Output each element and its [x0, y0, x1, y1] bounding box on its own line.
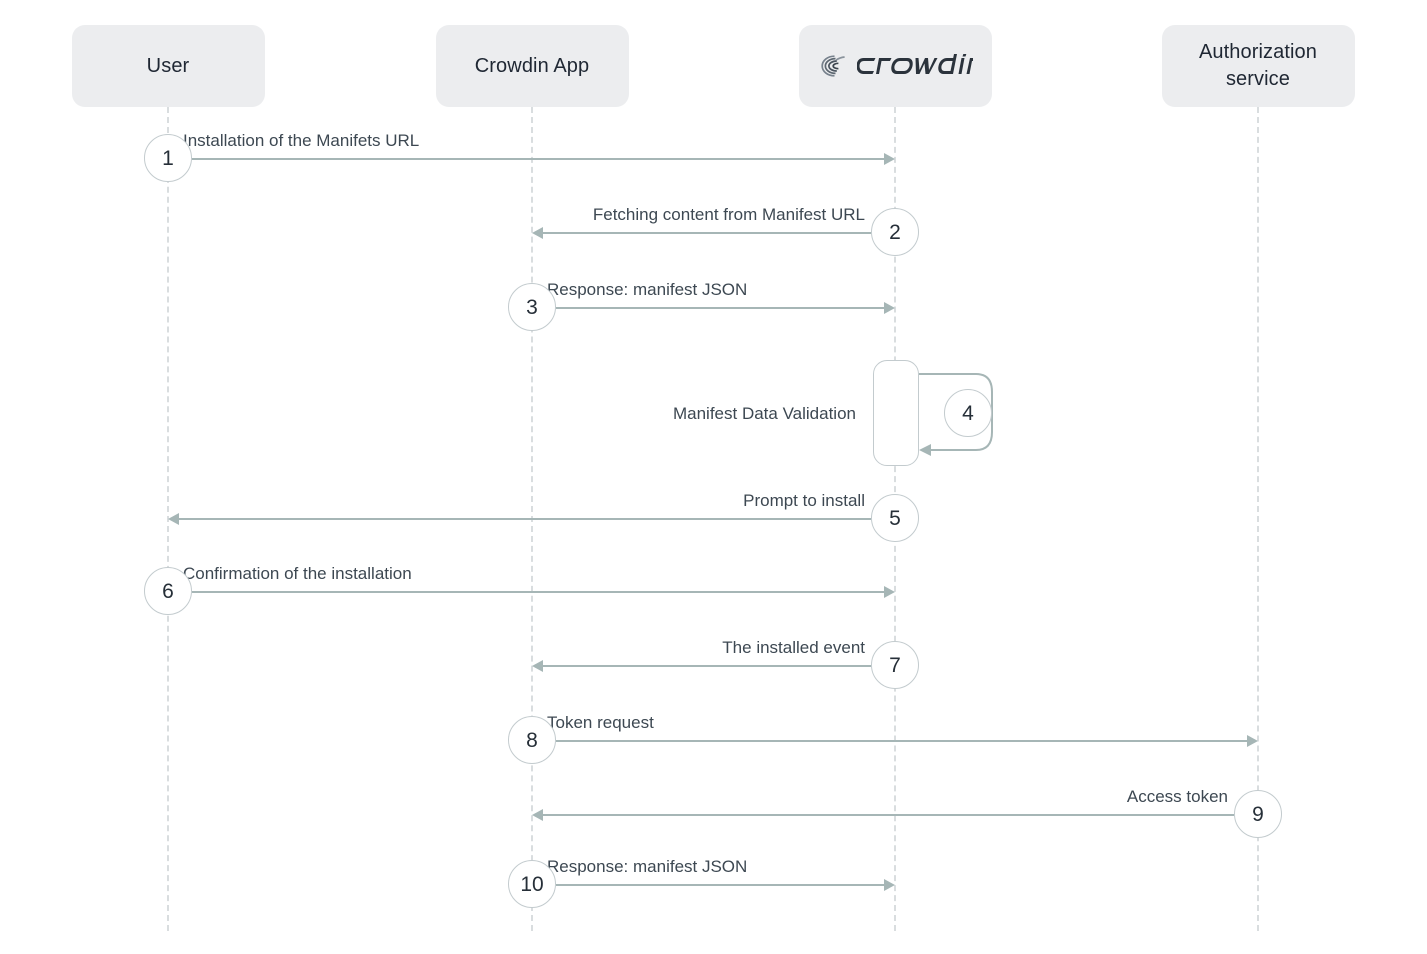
message-label-9: Access token — [1126, 787, 1228, 806]
step-badge-1-number: 1 — [162, 146, 174, 170]
message-line-5 — [177, 518, 871, 520]
step-badge-5[interactable]: 5 — [871, 494, 919, 542]
message-arrowhead-8 — [1247, 735, 1258, 747]
step-badge-9[interactable]: 9 — [1234, 790, 1282, 838]
step-badge-2[interactable]: 2 — [871, 208, 919, 256]
step-badge-3-number: 3 — [526, 295, 538, 319]
step-badge-6-number: 6 — [162, 579, 174, 603]
message-label-10: Response: manifest JSON — [547, 857, 748, 876]
participant-user[interactable]: User — [71, 25, 265, 107]
self-message-label: Manifest Data Validation — [672, 404, 856, 423]
message-label-6: Confirmation of the installation — [183, 564, 412, 583]
step-badge-3[interactable]: 3 — [508, 283, 556, 331]
step-badge-8[interactable]: 8 — [508, 716, 556, 764]
message-label-7: The installed event — [722, 638, 865, 657]
step-badge-6[interactable]: 6 — [144, 567, 192, 615]
crowdin-wordmark — [856, 54, 973, 74]
participant-authorization-service[interactable]: Authorization service — [1161, 25, 1355, 107]
message-line-9 — [541, 814, 1234, 816]
message-arrowhead-9 — [532, 809, 543, 821]
activation-box-crowdin — [873, 360, 919, 466]
crowdin-logo — [818, 53, 973, 79]
crowdin-swoosh-icon — [820, 55, 845, 77]
participant-authorization-service-label: Authorization service — [1199, 39, 1317, 93]
participant-crowdin[interactable] — [798, 25, 992, 107]
message-line-1 — [192, 158, 886, 160]
message-arrowhead-1 — [884, 153, 895, 165]
message-arrowhead-7 — [532, 660, 543, 672]
step-badge-5-number: 5 — [889, 506, 901, 530]
message-label-5: Prompt to install — [743, 491, 865, 510]
step-badge-9-number: 9 — [1252, 802, 1264, 826]
message-line-10 — [556, 884, 886, 886]
step-badge-7[interactable]: 7 — [871, 641, 919, 689]
message-label-1: Installation of the Manifets URL — [183, 131, 420, 150]
participant-auth-line2: service — [1225, 68, 1291, 90]
step-badge-8-number: 8 — [526, 728, 538, 752]
step-badge-1[interactable]: 1 — [144, 134, 192, 182]
message-line-3 — [556, 307, 886, 309]
message-line-2 — [541, 232, 871, 234]
participant-user-label: User — [146, 55, 190, 77]
message-arrowhead-10 — [884, 879, 895, 891]
step-badge-4[interactable]: 4 — [944, 389, 992, 437]
message-line-6 — [192, 591, 886, 593]
message-label-8: Token request — [547, 713, 654, 732]
participant-crowdin-app[interactable]: Crowdin App — [435, 25, 629, 107]
message-label-3: Response: manifest JSON — [547, 280, 748, 299]
message-line-8 — [556, 740, 1249, 742]
step-badge-7-number: 7 — [889, 653, 901, 677]
self-loop-arrow — [919, 373, 993, 456]
step-badge-2-number: 2 — [889, 220, 901, 244]
step-badge-4-number: 4 — [962, 401, 974, 425]
step-badge-10-number: 10 — [520, 872, 544, 896]
message-arrowhead-5 — [168, 513, 179, 525]
step-badge-10[interactable]: 10 — [508, 860, 556, 908]
message-arrowhead-3 — [884, 302, 895, 314]
message-arrowhead-6 — [884, 586, 895, 598]
participant-crowdin-app-label: Crowdin App — [474, 55, 590, 77]
message-arrowhead-2 — [532, 227, 543, 239]
lifeline-authorization-service — [1257, 107, 1259, 931]
message-line-7 — [541, 665, 871, 667]
participant-auth-line1: Authorization — [1198, 41, 1318, 63]
message-label-2: Fetching content from Manifest URL — [592, 205, 865, 224]
